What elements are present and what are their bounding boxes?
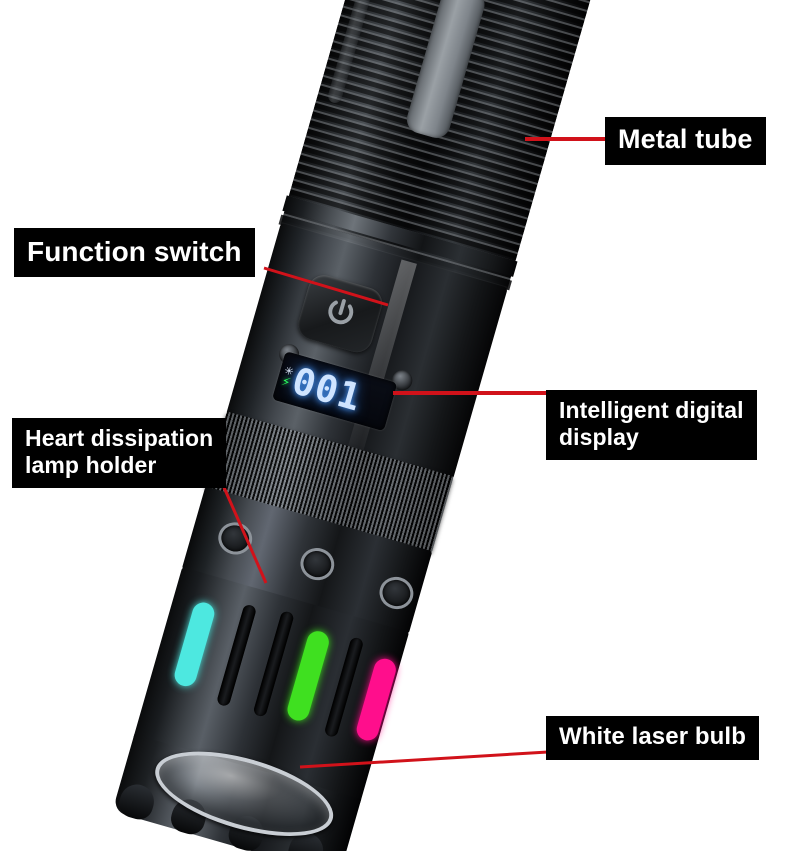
label-digital-display: Intelligent digital display (546, 390, 757, 461)
label-metal-tube: Metal tube (605, 117, 766, 165)
power-icon (328, 299, 354, 325)
label-function-switch: Function switch (14, 228, 255, 278)
label-white-laser-bulb: White laser bulb (546, 716, 759, 761)
label-heat-dissipation: Heart dissipation lamp holder (12, 418, 227, 489)
